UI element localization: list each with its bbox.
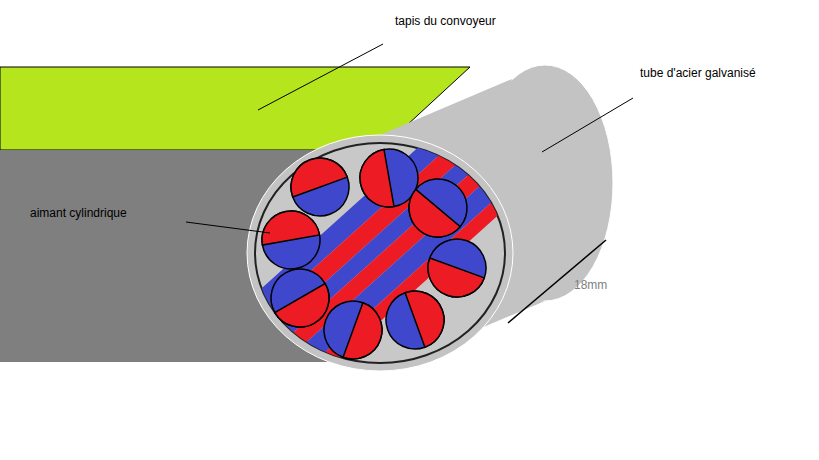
tube-wall [247,135,513,371]
leader-line [258,44,383,110]
leader-line [542,98,633,152]
leader-line [186,222,270,233]
part-label: tapis du convoyeur [395,14,496,28]
part-label: aimant cylindrique [30,206,127,220]
part-label: tube d'acier galvanisé [640,66,756,80]
magnet-rods [226,107,533,398]
magnet-ends [257,144,494,367]
dimension-label: 18mm [574,278,607,292]
